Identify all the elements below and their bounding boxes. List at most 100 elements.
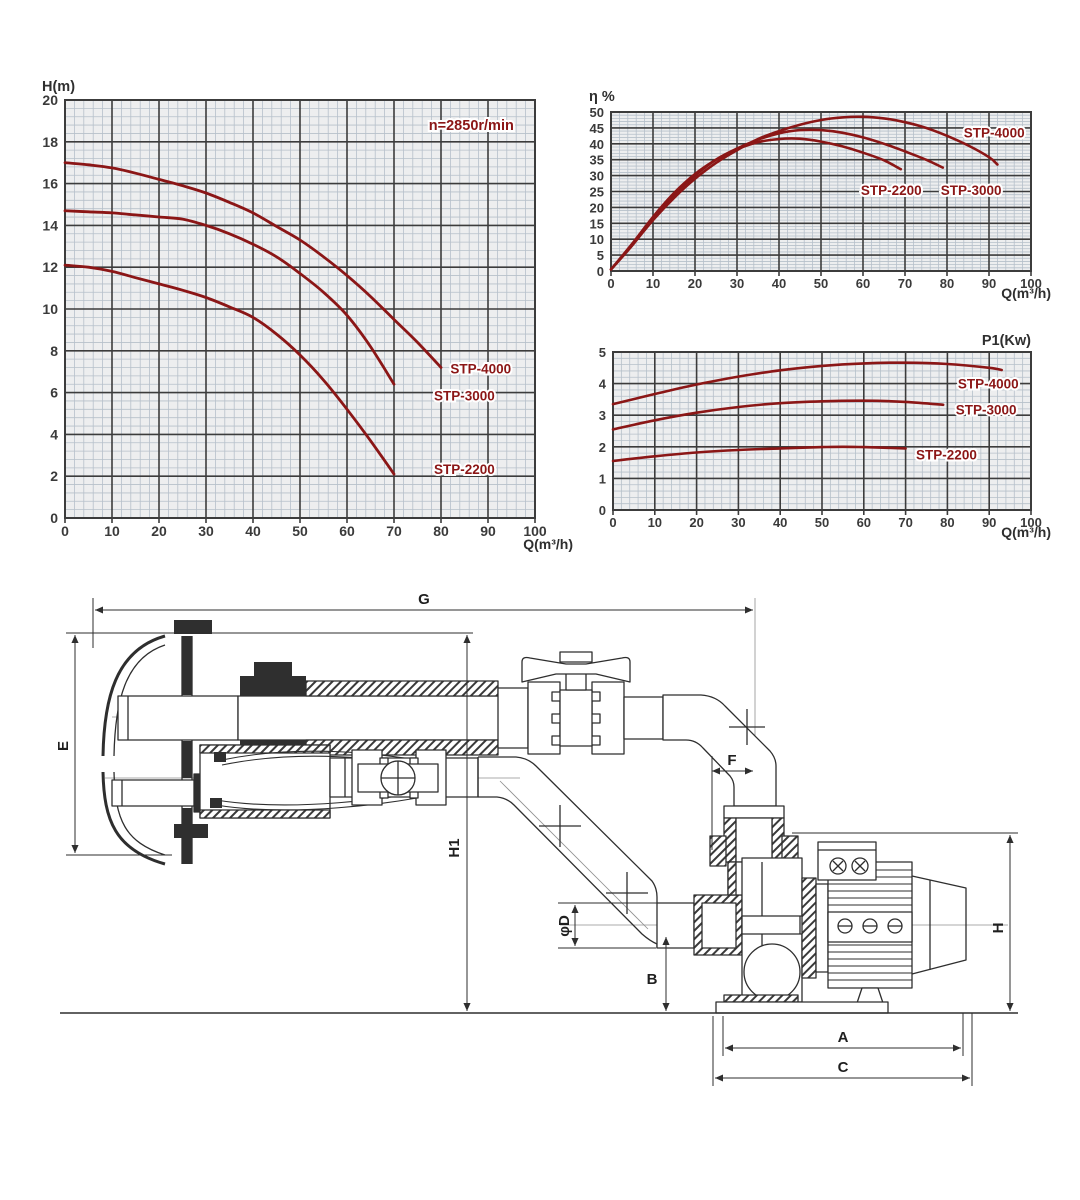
svg-text:20: 20 (688, 276, 702, 291)
curve-stp-4000 (63, 161, 443, 369)
dim-label-h: H (990, 923, 1007, 934)
svg-text:2: 2 (50, 468, 58, 484)
curve-stp-4000 (609, 115, 999, 271)
svg-text:5: 5 (597, 248, 604, 263)
svg-text:90: 90 (982, 276, 996, 291)
wall-fitting (101, 620, 526, 866)
x-axis-label: Q(m³/h) (523, 536, 573, 552)
svg-text:6: 6 (50, 385, 58, 401)
svg-text:100: 100 (523, 523, 547, 539)
svg-text:18: 18 (42, 134, 58, 150)
svg-text:80: 80 (940, 515, 954, 530)
series-label-stp-4000: STP-4000 (964, 126, 1025, 141)
volute (743, 943, 801, 1001)
svg-text:25: 25 (590, 185, 604, 200)
base-plate (715, 1001, 889, 1014)
svg-text:10: 10 (648, 515, 662, 530)
svg-text:80: 80 (940, 276, 954, 291)
svg-text:80: 80 (433, 523, 449, 539)
curve-stp-2200 (63, 263, 396, 476)
svg-text:90: 90 (480, 523, 496, 539)
series-label-stp-2200: STP-2200 (861, 183, 922, 198)
plot-frame (64, 99, 536, 519)
curve-stp-3000 (611, 399, 945, 431)
series-label-stp-2200: STP-2200 (916, 448, 977, 463)
svg-text:90: 90 (982, 515, 996, 530)
return-elbow (662, 694, 777, 807)
svg-text:30: 30 (731, 515, 745, 530)
speed-annotation: n=2850r/min (429, 118, 514, 134)
svg-text:10: 10 (590, 232, 604, 247)
svg-text:40: 40 (773, 515, 787, 530)
suction-wall-pipe (111, 779, 201, 807)
svg-text:70: 70 (898, 515, 912, 530)
svg-text:1: 1 (599, 471, 606, 486)
svg-text:70: 70 (386, 523, 402, 539)
svg-text:20: 20 (590, 200, 604, 215)
installation-drawing: G E H1 F φD B A C H (55, 591, 1018, 1086)
svg-text:8: 8 (50, 343, 58, 359)
svg-text:0: 0 (599, 503, 606, 518)
svg-text:100: 100 (1020, 276, 1042, 291)
svg-text:4: 4 (50, 426, 58, 442)
svg-text:15: 15 (590, 216, 604, 231)
return-pipeline (497, 651, 777, 807)
series-label-stp-3000: STP-3000 (941, 183, 1002, 198)
svg-text:2: 2 (599, 440, 606, 455)
svg-text:10: 10 (646, 276, 660, 291)
svg-text:5: 5 (599, 345, 606, 360)
svg-text:0: 0 (50, 510, 58, 526)
pump-unit (715, 841, 967, 1014)
svg-text:16: 16 (42, 176, 58, 192)
svg-text:45: 45 (590, 121, 604, 136)
dim-label-phi-d: φD (556, 915, 573, 937)
svg-text:14: 14 (42, 217, 58, 233)
terminal-box (817, 841, 877, 881)
plot-frame (612, 351, 1032, 511)
curve-stp-2200 (611, 445, 907, 463)
suction-elbow (478, 756, 658, 903)
svg-text:20: 20 (42, 92, 58, 108)
chart-title: P1(Kw) (982, 333, 1031, 349)
svg-text:12: 12 (42, 259, 58, 275)
svg-text:40: 40 (590, 137, 604, 152)
dimensions: G E H1 F φD B A C H (55, 591, 1018, 1086)
svg-text:100: 100 (1020, 515, 1042, 530)
top-ball-valve (521, 651, 631, 755)
plot-frame (610, 111, 1032, 272)
svg-text:10: 10 (104, 523, 120, 539)
series-label-stp-3000: STP-3000 (956, 403, 1017, 418)
svg-text:10: 10 (42, 301, 58, 317)
svg-text:60: 60 (339, 523, 355, 539)
svg-text:50: 50 (815, 515, 829, 530)
dim-label-h1: H1 (446, 838, 463, 857)
curve-stp-2200 (609, 137, 903, 271)
svg-text:60: 60 (857, 515, 871, 530)
valve-handle (521, 656, 631, 683)
svg-text:35: 35 (590, 153, 604, 168)
svg-text:0: 0 (597, 264, 604, 279)
svg-text:20: 20 (689, 515, 703, 530)
svg-text:4: 4 (599, 377, 607, 392)
svg-text:30: 30 (198, 523, 214, 539)
x-axis-label: Q(m³/h) (1001, 285, 1051, 301)
bottom-ball-valve (351, 749, 447, 806)
minor-grid (612, 351, 1032, 511)
motor (817, 841, 967, 1007)
jet-nozzle (117, 695, 239, 741)
dim-label-b: B (647, 971, 658, 988)
series-label-stp-3000: STP-3000 (434, 389, 495, 404)
svg-text:0: 0 (609, 515, 616, 530)
svg-text:30: 30 (730, 276, 744, 291)
fan-cover (911, 875, 967, 975)
svg-text:0: 0 (607, 276, 614, 291)
chart-title: η % (589, 89, 615, 105)
series-label-stp-4000: STP-4000 (958, 377, 1019, 392)
curve-stp-4000 (611, 361, 1003, 406)
svg-text:60: 60 (856, 276, 870, 291)
